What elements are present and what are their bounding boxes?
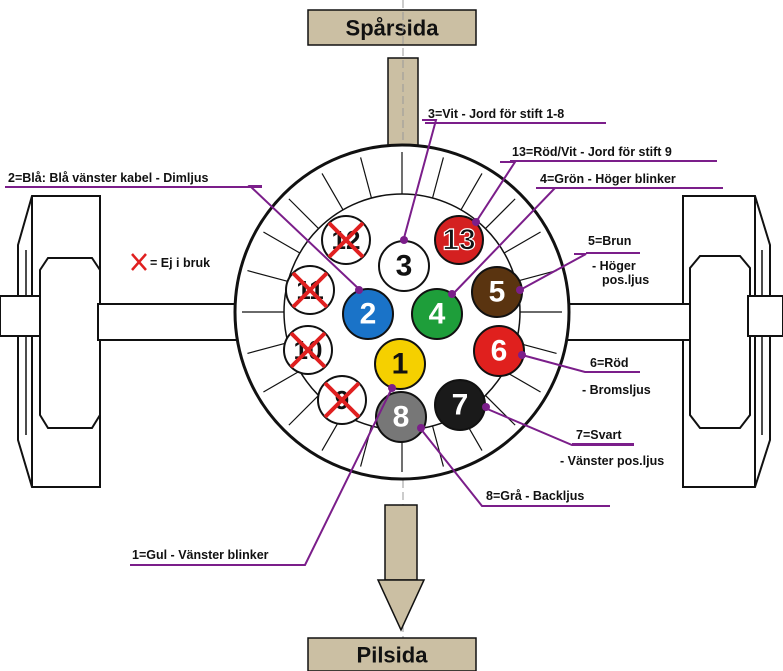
pin-8: 8 [375,391,427,443]
connector-spoke [263,370,301,393]
label-pin2: 2=Blå: Blå vänster kabel - Dimljus [8,171,208,185]
svg-text:8: 8 [393,401,410,434]
label-pin6-line1: 6=Röd [590,356,629,370]
connector-spoke [503,231,541,254]
connector-spoke [503,370,541,393]
svg-text:2: 2 [360,298,377,331]
connector-spoke [515,270,557,283]
unused-pin-12: 12 [321,215,371,265]
unused-pin-9: 9 [317,375,367,425]
top-banner-text: Spårsida [346,16,440,41]
bottom-shaft [384,504,418,581]
pin-7: 7 [434,379,486,431]
label-pin7-line1: 7=Svart [576,428,622,442]
label-pin5-line1: 5=Brun [588,234,631,248]
left-wheel [0,195,101,488]
connector-spoke [321,173,344,211]
pin-13: 13 [434,215,484,265]
svg-text:1: 1 [392,348,409,381]
label-pin5-line3: pos.ljus [602,273,649,287]
connector-spoke [247,270,289,283]
bottom-arrow [376,579,426,632]
right-wheel [682,195,783,488]
connector-spoke [431,157,444,199]
connector-spoke [431,425,444,467]
label-pin3: 3=Vit - Jord för stift 1-8 [428,107,564,121]
connector-spoke [485,198,516,229]
cross-icon [131,253,147,271]
unused-pin-11: 11 [285,265,335,315]
unused-pin-10: 10 [283,325,333,375]
label-pin13: 13=Röd/Vit - Jord för stift 9 [512,145,672,159]
label-pin7-line2: - Vänster pos.ljus [560,454,664,468]
connector-spoke [247,341,289,354]
pin-4: 4 [411,288,463,340]
svg-text:3: 3 [396,250,413,283]
pin-3: 3 [378,240,430,292]
label-pin4: 4=Grön - Höger blinker [540,172,676,186]
bottom-banner [307,637,477,671]
label-underlines [5,122,723,566]
connector-spoke [263,231,301,254]
svg-text:7: 7 [452,389,469,422]
pin-6: 6 [473,325,525,377]
label-pin6-line2: - Bromsljus [582,383,651,397]
connector-spoke [485,395,516,426]
label-pin1: 1=Gul - Vänster blinker [132,548,269,562]
pin-2: 2 [342,288,394,340]
pin-1: 1 [374,338,426,390]
top-banner [307,9,477,46]
bottom-banner-text: Pilsida [357,643,429,668]
label-pin8: 8=Grå - Backljus [486,489,584,503]
connector-spoke [360,157,373,199]
svg-text:5: 5 [489,276,506,309]
connector-spoke [288,395,319,426]
svg-text:6: 6 [491,335,508,368]
leader-pin3 [403,119,438,239]
pin-5: 5 [471,266,523,318]
legend-text: = Ej i bruk [150,256,210,270]
svg-text:13: 13 [442,224,475,257]
connector-spoke [460,173,483,211]
svg-text:4: 4 [429,298,446,331]
legend-unused: = Ej i bruk [131,253,210,271]
label-pin5-line2: - Höger [592,259,636,273]
connector-spoke [288,198,319,229]
